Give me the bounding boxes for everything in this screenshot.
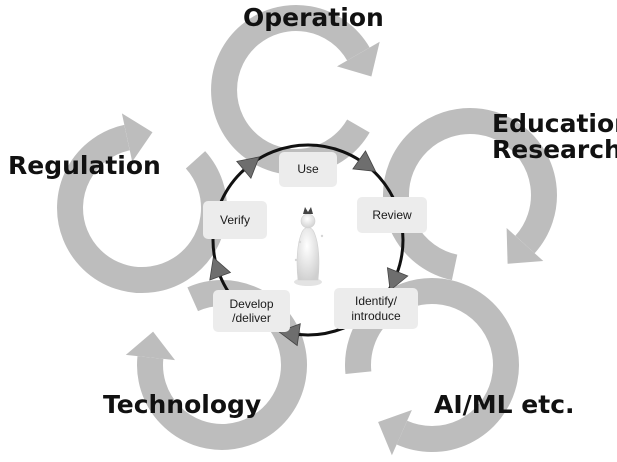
- cycle-label-regulation: Regulation: [8, 151, 161, 180]
- cycle-label-operation: Operation: [243, 3, 384, 32]
- inner-ring: [211, 143, 405, 337]
- cycle-label-ai-ml: AI/ML etc.: [434, 390, 575, 419]
- step-develop-deliver: Develop /deliver: [213, 290, 290, 332]
- cycle-arrowhead-ai_ml: [378, 410, 412, 456]
- step-verify: Verify: [203, 201, 267, 239]
- cycle-arrowhead-operation: [337, 41, 380, 77]
- step-identify-introduce: Identify/ introduce: [334, 288, 418, 329]
- step-use: Use: [279, 152, 337, 187]
- cycle-arrow-operation: [211, 5, 370, 175]
- inner-cycle-arrowhead: [352, 150, 377, 172]
- cycle-arrowhead-technology: [125, 331, 175, 361]
- cycle-label-technology: Technology: [103, 390, 262, 419]
- inner-cycle-arrowhead: [386, 267, 409, 292]
- cycle-arrowhead-regulation: [121, 113, 153, 162]
- inner-cycle-arrowhead: [209, 256, 232, 281]
- step-review: Review: [357, 197, 427, 233]
- cycle-label-education-research: Education/ Research: [492, 109, 617, 165]
- cycle-arrow-education: [383, 108, 557, 281]
- cycle-arrowhead-education: [506, 228, 544, 264]
- person-figure-icon: [294, 207, 324, 286]
- inner-cycle-arrowhead: [236, 156, 260, 179]
- inner-cycle-arrows: [209, 150, 409, 347]
- inner-cycle: [211, 143, 405, 337]
